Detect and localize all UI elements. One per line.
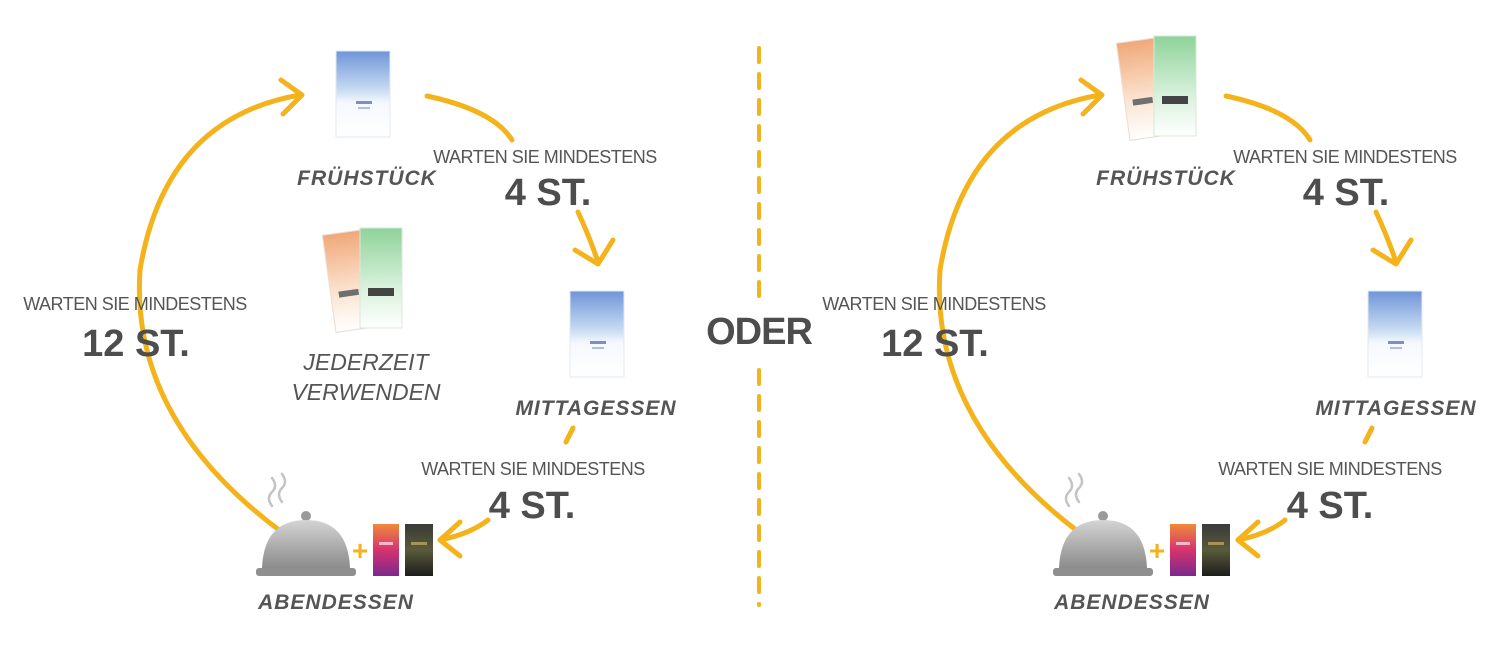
plus-sign: + [1149, 535, 1165, 566]
breakfast-label: FRÜHSTÜCK [297, 167, 437, 190]
wait-prefix-breakfast-lunch: WARTEN SIE MINDESTENS [1233, 147, 1457, 167]
arrow-left-upper-arc [137, 92, 303, 273]
arrowhead-breakfast [278, 77, 305, 117]
arrow-lunch-tick [563, 425, 576, 445]
anytime-label-line2: VERWENDEN [291, 379, 440, 405]
arrowhead-lunch [1370, 237, 1414, 267]
arrow-lunch-tick [1362, 425, 1375, 445]
wait-prefix-breakfast-lunch: WARTEN SIE MINDESTENS [433, 147, 657, 167]
arrowhead-dinner [437, 519, 463, 559]
arrow-left-upper-arc [937, 92, 1103, 273]
peach-green-pouches-icon [1115, 35, 1197, 141]
wait-prefix-lunch-dinner: WARTEN SIE MINDESTENS [421, 459, 645, 479]
wait-hours-dinner-breakfast: 12 ST. [82, 323, 190, 365]
arrow-breakfast-to-lunch [424, 93, 515, 143]
arrowhead-breakfast [1078, 77, 1105, 117]
arrow-to-dinner [437, 517, 491, 543]
supplement-sticks-icon [1170, 524, 1230, 576]
arrow-breakfast-to-lunch [1223, 93, 1313, 143]
dinner-label: ABENDESSEN [257, 591, 414, 614]
wait-hours-breakfast-lunch: 4 ST. [1303, 172, 1390, 214]
wait-hours-dinner-breakfast: 12 ST. [881, 323, 989, 365]
wait-prefix-lunch-dinner: WARTEN SIE MINDESTENS [1218, 459, 1442, 479]
wait-prefix-dinner-breakfast: WARTEN SIE MINDESTENS [822, 294, 1046, 314]
separator-label: ODER [706, 311, 812, 353]
arrowhead-lunch [572, 237, 616, 267]
blue-product-pouch-icon [335, 50, 391, 138]
cycle-right: FRÜHSTÜCK WARTEN SIE MINDESTENS 4 ST. WA… [822, 35, 1476, 614]
breakfast-label: FRÜHSTÜCK [1096, 167, 1236, 190]
arrowhead-dinner [1235, 519, 1261, 559]
anytime-label-line1: JEDERZEIT [302, 349, 430, 375]
arrow-to-lunch [1373, 209, 1399, 265]
wait-hours-lunch-dinner: 4 ST. [1287, 485, 1374, 527]
lunch-label: MITTAGESSEN [1315, 397, 1476, 420]
arrow-dinner-to-breakfast [936, 267, 1083, 536]
wait-hours-breakfast-lunch: 4 ST. [505, 172, 592, 214]
lunch-label: MITTAGESSEN [515, 397, 676, 420]
arrow-to-lunch [575, 209, 601, 265]
cycle-left: FRÜHSTÜCK WARTEN SIE MINDESTENS 4 ST. WA… [23, 50, 676, 614]
wait-hours-lunch-dinner: 4 ST. [489, 485, 576, 527]
wait-prefix-dinner-breakfast: WARTEN SIE MINDESTENS [23, 294, 247, 314]
peach-green-pouches-icon [321, 227, 403, 333]
supplement-sticks-icon [373, 524, 433, 576]
plus-sign: + [352, 535, 368, 566]
dinner-label: ABENDESSEN [1053, 591, 1210, 614]
arrow-dinner-to-breakfast [136, 267, 286, 536]
blue-product-pouch-icon [569, 290, 625, 378]
blue-product-pouch-icon [1367, 290, 1423, 378]
